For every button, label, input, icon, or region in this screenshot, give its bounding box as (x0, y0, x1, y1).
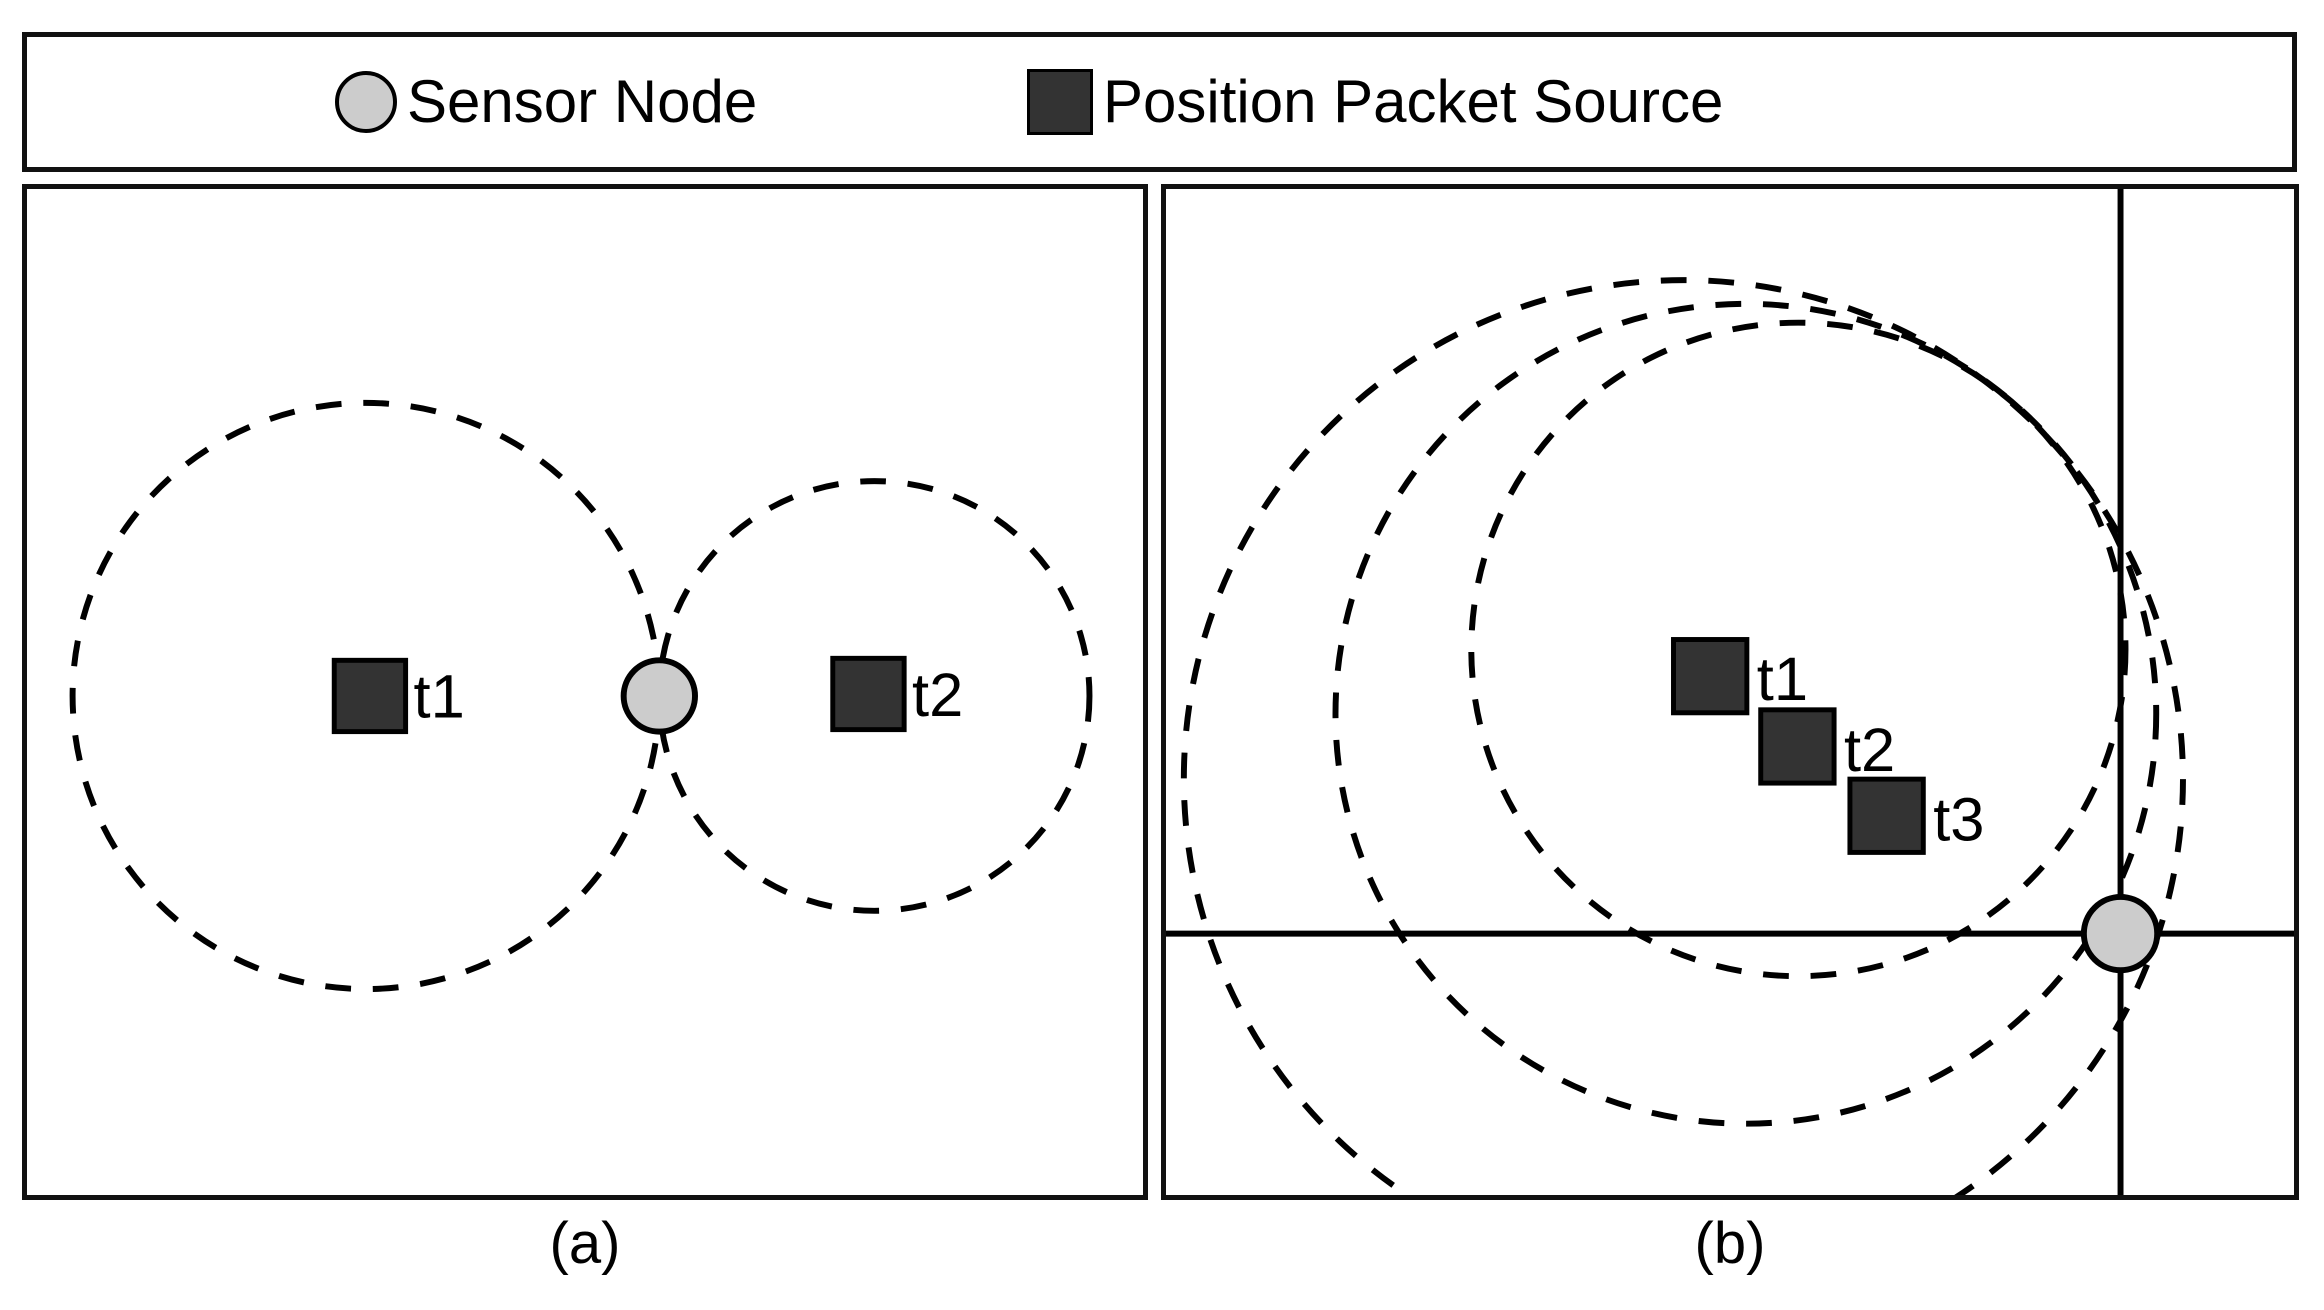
ranging-circle-t3 (1181, 277, 2186, 1195)
sensor-node (2080, 893, 2161, 974)
legend-label-sensor-node: Sensor Node (407, 68, 758, 135)
source-label-t1: t1 (414, 663, 465, 732)
source-label-t1: t1 (1757, 645, 1808, 714)
position-packet-source-t1 (1671, 637, 1750, 716)
sensor-node (620, 657, 698, 735)
position-packet-source-t1 (331, 657, 409, 735)
legend: Sensor Node Position Packet Source (22, 32, 2297, 172)
panel-caption-a: (a) (549, 1211, 621, 1276)
source-label-t2: t2 (1844, 716, 1895, 785)
position-packet-source-t3 (1847, 776, 1926, 855)
legend-item-sensor-node: Sensor Node (335, 71, 757, 133)
panel-a: t1 t2 (22, 184, 1148, 1200)
circle-swatch-icon (335, 71, 397, 133)
ranging-circle-t1 (1468, 319, 2129, 980)
position-packet-source-t2 (1758, 707, 1837, 786)
source-label-t3: t3 (1933, 786, 1984, 855)
legend-item-position-packet-source: Position Packet Source (1027, 69, 1723, 135)
legend-label-position-packet-source: Position Packet Source (1103, 68, 1724, 135)
panel-caption-b: (b) (1694, 1211, 1766, 1276)
ranging-circle-t2 (1332, 300, 2160, 1127)
source-label-t2: t2 (912, 661, 963, 730)
square-swatch-icon (1027, 69, 1093, 135)
position-packet-source-t2 (830, 655, 907, 733)
panel-b: t1 t2 t3 (1161, 184, 2299, 1200)
panel-a-canvas: t1 t2 (69, 399, 1093, 993)
panel-b-canvas: t1 t2 t3 (1166, 189, 2294, 1195)
